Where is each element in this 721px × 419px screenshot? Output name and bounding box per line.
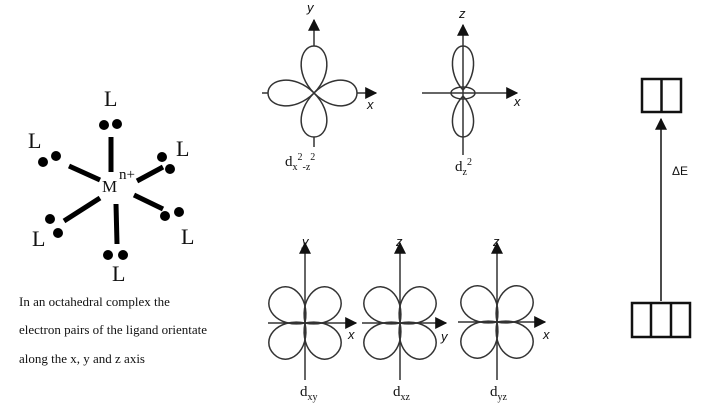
axis-label: y — [307, 0, 314, 15]
ligand-label-upper-right: L — [176, 136, 190, 161]
label-d: d — [285, 154, 293, 170]
label-sub: xz — [400, 392, 410, 403]
ligand-label-lower-left: L — [32, 226, 46, 251]
label-sub: yz — [497, 392, 507, 403]
orbital-dxz — [362, 241, 448, 380]
axis-label: z — [459, 6, 466, 21]
axis-label: x — [367, 97, 374, 112]
axis-label: y — [302, 234, 309, 249]
orbital-dyz — [458, 241, 547, 380]
orbital-label-dxz: dxz — [393, 384, 410, 403]
ligand-label-bottom: L — [112, 261, 126, 286]
caption-line-3: along the x, y and z axis — [19, 351, 145, 366]
axis-label: z — [493, 234, 500, 249]
label-sub: z — [305, 162, 311, 173]
axis-label: x — [543, 327, 550, 342]
orbital-dz2 — [422, 23, 519, 155]
delta-e-label: ΔE — [672, 164, 689, 178]
orbital-dx2-z2 — [262, 18, 378, 147]
label-sub: - — [302, 162, 306, 173]
label-d: d — [393, 384, 401, 400]
label-d: d — [490, 384, 498, 400]
orbital-label-dz2: dz2 — [455, 157, 472, 178]
label-sup: 2 — [310, 152, 316, 163]
ligand-label-upper-left: L — [28, 128, 42, 153]
orbital-label-dx2-z2: dx2-z2 — [285, 152, 315, 173]
axis-label: z — [396, 234, 403, 249]
energy-diagram — [630, 77, 692, 339]
orbital-label-dyz: dyz — [490, 384, 507, 403]
orbital-label-dxy: dxy — [300, 384, 318, 403]
bond-upper-right — [135, 164, 165, 184]
metal-label: M — [102, 177, 118, 196]
axis-label: x — [348, 327, 355, 342]
label-d: d — [455, 159, 463, 175]
label-sub: x — [292, 162, 298, 173]
label-d: d — [300, 384, 308, 400]
bond-upper-left — [67, 163, 102, 183]
bond-lower-left — [62, 195, 102, 224]
electron-pairs — [38, 119, 184, 260]
metal-charge: n+ — [119, 167, 135, 183]
bond-lower-right — [132, 192, 165, 212]
ligand-label-top: L — [104, 86, 118, 111]
label-sup: 2 — [297, 152, 303, 163]
octahedral-complex — [38, 119, 184, 260]
bond-bottom — [113, 203, 120, 245]
caption-line-1: In an octahedral complex the — [19, 294, 170, 309]
orbital-dxy — [268, 241, 358, 380]
t2g-boxes — [630, 301, 692, 339]
ligand-label-lower-right: L — [181, 224, 195, 249]
axis-label: y — [441, 329, 448, 344]
caption-line-2: electron pairs of the ligand orientate — [19, 322, 208, 337]
label-sup: 2 — [466, 157, 472, 168]
label-sub: xy — [307, 392, 318, 403]
label-sub: z — [462, 167, 467, 178]
axis-label: x — [514, 94, 521, 109]
